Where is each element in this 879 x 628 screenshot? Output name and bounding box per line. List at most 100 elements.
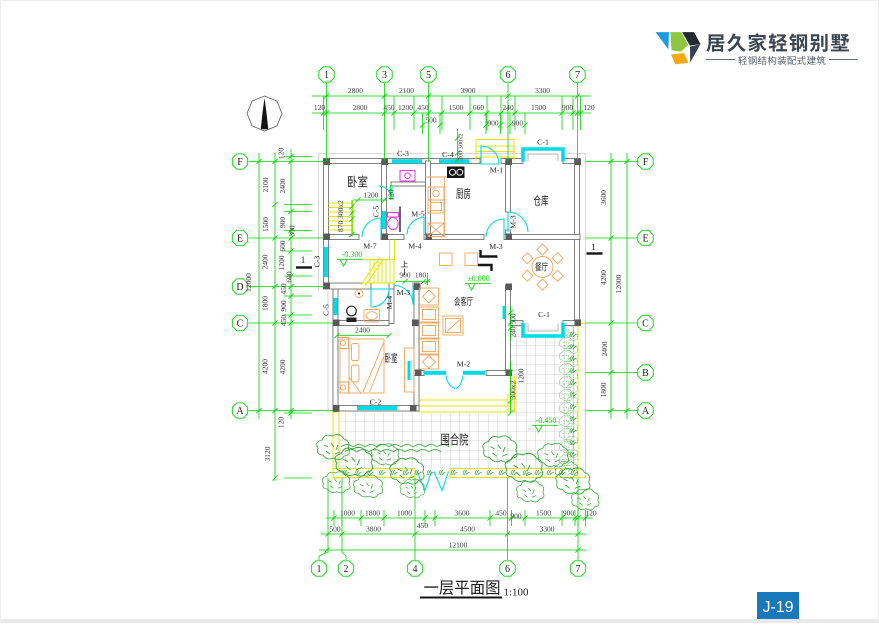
dim-text: M-3: [509, 215, 518, 229]
stool: [439, 252, 453, 266]
courtyard-wall: [332, 323, 586, 479]
dim-text: 1800: [599, 382, 608, 397]
dim-text: -0.300: [342, 250, 363, 259]
room-label-sw-bedroom: 卧室: [385, 350, 398, 366]
shrubs: [316, 324, 600, 511]
brand-diamond-icon: [655, 32, 701, 65]
courtyard-gate: [416, 471, 450, 493]
dim-text: 1: [301, 256, 306, 266]
dim-text: 1500: [449, 103, 464, 112]
dim-text: M-4: [408, 242, 422, 251]
dim-text: 3800: [366, 525, 381, 534]
wardrobe: [404, 347, 415, 393]
brand-tagline: 轻钢结构装配式建筑: [706, 53, 858, 67]
dim-text: 300: [288, 225, 297, 237]
dim-text: C-1: [537, 138, 549, 147]
section-jog-marks: [478, 250, 498, 271]
tagline-dash-right: [829, 58, 858, 61]
dim-text: 2800: [353, 103, 368, 112]
dim-text: 180: [415, 271, 427, 280]
dim-text: 500: [509, 313, 518, 325]
drawing-title-text: 一层平面图: [424, 575, 501, 599]
grid-bubble-label: A: [642, 406, 650, 417]
grid-bubble-label: 7: [576, 564, 581, 575]
toilet-bath1: [387, 212, 399, 230]
door-m2-sill-left: [424, 370, 446, 375]
dim-text: 900: [487, 119, 499, 128]
room-label-kitchen: 厨房: [456, 185, 471, 202]
dim-text: C-3: [397, 149, 409, 158]
dim-text: 3120: [263, 446, 272, 461]
toilet-bath2: [346, 305, 357, 322]
dim-text: 1200: [398, 103, 413, 112]
grid-bubble-label: A: [236, 406, 244, 417]
dim-text: 900: [510, 512, 522, 521]
north-arrow-icon: [246, 95, 283, 132]
dim-text: 870 300x2: [336, 200, 345, 232]
furniture: [337, 166, 564, 394]
dimension-lines: [248, 83, 638, 560]
dim-text: M-5: [411, 210, 425, 219]
door-m3-storage: [507, 211, 529, 233]
nightstands: [337, 337, 349, 394]
room-label-living: 会客厅: [454, 293, 473, 308]
dim-text: 4500: [460, 525, 475, 534]
dim-text: C-4: [442, 150, 454, 159]
stair-up-label: 上: [401, 259, 409, 270]
dim-text: 450: [383, 103, 395, 112]
dim-text: 900: [399, 271, 411, 280]
grid-bubble-label: 4: [413, 564, 418, 575]
sofa: [419, 287, 439, 370]
grid-bubble-label: E: [642, 233, 648, 244]
dim-text: 120: [277, 417, 286, 429]
grid-bubble-label: F: [643, 157, 649, 168]
room-label-nw-bedroom: 卧室: [347, 172, 368, 191]
dim-text: 660: [473, 103, 485, 112]
dim-text: 240: [509, 326, 518, 338]
dim-text: 1200: [517, 368, 526, 383]
window-c3-west: [323, 247, 328, 277]
dim-text: 450: [279, 283, 288, 295]
window-c3-north: [392, 159, 422, 164]
level-marks: -0.300±0.000-0.450: [336, 250, 559, 433]
door-m5: [378, 185, 393, 200]
grid-bubble-label: 2: [344, 564, 349, 575]
grid-bubble-label: C: [642, 318, 649, 329]
dim-text: 1500: [536, 509, 551, 518]
door-m3-corridor: [393, 284, 414, 305]
door-m3-kitchen: [485, 218, 505, 238]
brand-tagline-text: 轻钢结构装配式建筑: [737, 52, 827, 67]
dim-text: C-5: [322, 304, 331, 316]
bay-window-c1-south: [521, 323, 565, 338]
dim-text: 900: [278, 217, 287, 229]
dim-text: 450: [279, 315, 288, 327]
dim-text: C-2: [370, 398, 382, 407]
grid-bubble-label: 6: [506, 70, 511, 81]
door-m4-bath1: [406, 216, 425, 235]
dim-text: 900: [512, 119, 524, 128]
dim-text: M-1: [490, 166, 504, 175]
dim-text: 2400: [278, 178, 287, 193]
dim-text: 1000: [397, 509, 412, 518]
tagline-dash-left: [706, 58, 735, 61]
dim-text: 900: [562, 103, 574, 112]
bed: [339, 338, 385, 394]
dim-text: 3900: [461, 86, 476, 95]
dim-text: 4200: [599, 270, 608, 285]
dim-text: 1800: [365, 509, 380, 518]
section-marks: 11: [296, 243, 603, 269]
dim-text: 500: [425, 116, 437, 125]
dim-text: 450: [417, 103, 429, 112]
grid-bubble-label: B: [642, 368, 649, 379]
door-m4-bath2: [370, 288, 390, 308]
door-m2-leaves: [445, 375, 464, 390]
dim-text: 3600: [455, 509, 470, 518]
dim-text: 600: [278, 240, 287, 252]
coffee-table: [442, 315, 464, 336]
dim-text: 900: [563, 509, 575, 518]
window-c4-north: [439, 159, 469, 164]
grid-bubble-label: 1: [324, 70, 329, 81]
dining-table: [521, 243, 564, 291]
roof-eave-outline: [318, 153, 586, 413]
